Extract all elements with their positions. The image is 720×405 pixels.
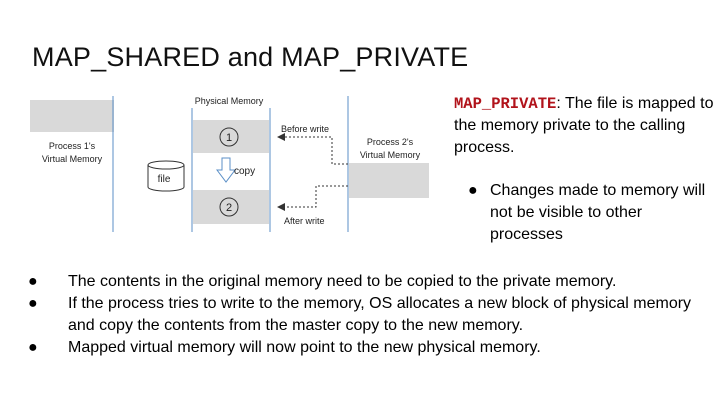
physical-block-1 [193,120,269,153]
list-item: ● Mapped virtual memory will now point t… [28,337,708,359]
bullet-dot: ● [28,295,38,312]
map-private-text: The file is mapped to the memory private… [454,95,714,156]
copy-arrow-icon [216,157,236,183]
file-label: file [158,174,171,185]
bullet-dot: ● [468,182,478,199]
process1-label-line2: Virtual Memory [42,154,103,164]
list-item: ● The contents in the original memory ne… [28,271,708,293]
after-write-arrow [277,185,348,211]
after-write-label: After write [284,216,325,226]
process2-mapped-region [349,163,429,198]
copy-label: copy [234,166,255,177]
bullet-text: The contents in the original memory need… [68,273,617,290]
physical-block-2 [193,190,269,224]
bullet-text: Mapped virtual memory will now point to … [68,339,541,356]
block1-number-circle [219,127,239,147]
bullet-list: ● The contents in the original memory ne… [28,271,708,359]
before-write-arrow [277,133,348,165]
block2-number-circle [219,197,239,217]
list-item: ● If the process tries to write to the m… [28,293,708,337]
map-private-colon: : [556,95,561,112]
before-write-label: Before write [281,124,329,134]
process1-label-line1: Process 1's [49,141,96,151]
bullet-dot: ● [28,273,38,290]
process2-label-line2: Virtual Memory [360,150,421,160]
block2-number: 2 [226,202,232,214]
file-cylinder-icon [147,160,185,192]
slide-title: MAP_SHARED and MAP_PRIVATE [32,42,469,72]
private-sub-bullet-text: Changes made to memory will not be visib… [490,182,706,243]
map-private-code: MAP_PRIVATE [454,95,557,113]
process2-label-line1: Process 2's [367,137,414,147]
map-private-description: MAP_PRIVATE: The file is mapped to the m… [454,93,716,159]
process1-mapped-region [30,100,114,132]
bullet-text: If the process tries to write to the mem… [68,295,692,334]
physical-memory-label: Physical Memory [195,96,264,106]
bullet-dot: ● [28,339,38,356]
block1-number: 1 [226,132,232,144]
